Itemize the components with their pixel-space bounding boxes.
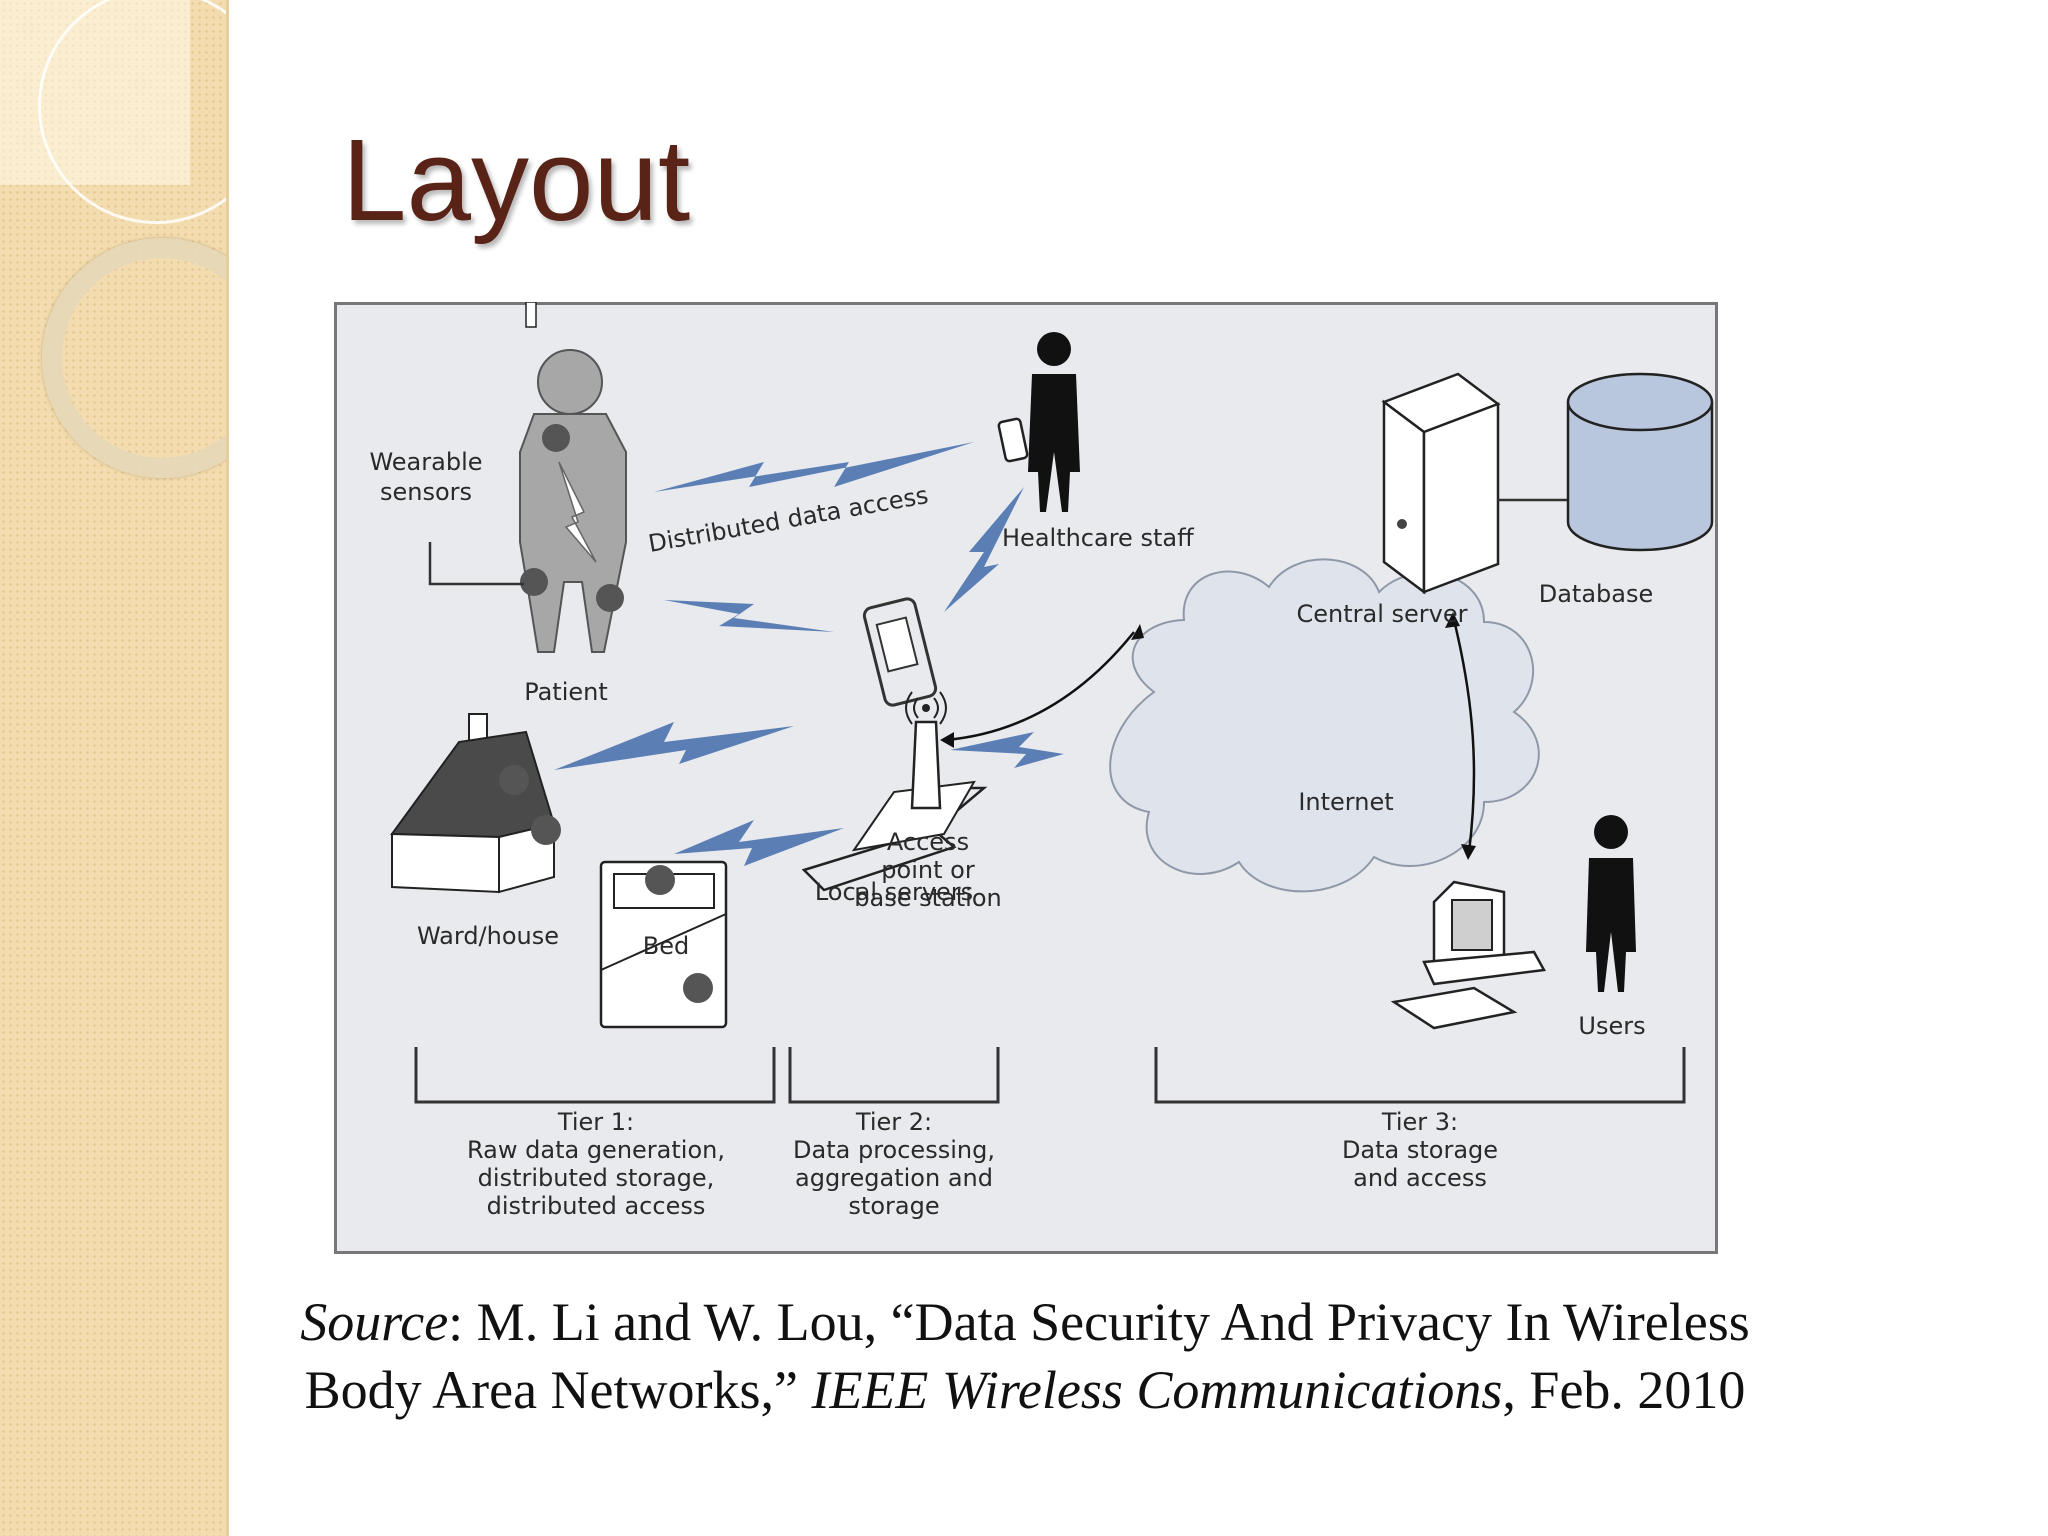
- user-workstation: [1390, 880, 1546, 1030]
- pda-device: [862, 597, 938, 707]
- local-server-laptop: [801, 780, 988, 892]
- central-server-tower: [1381, 372, 1501, 595]
- label-tier-1: Tier 1:Raw data generation,distributed s…: [467, 1108, 725, 1220]
- arrowheads: [940, 612, 1476, 860]
- source-date: , Feb. 2010: [1502, 1360, 1746, 1420]
- label-bed: Bed: [643, 932, 689, 960]
- access-point-tower: [905, 691, 947, 810]
- bed-icon: [599, 860, 728, 1029]
- healthcare-staff-figure: [997, 332, 1080, 512]
- decorative-ring: [38, 0, 226, 224]
- tier-brackets: [414, 1047, 1686, 1104]
- internet-cloud: [1109, 558, 1540, 893]
- label-local-servers: Local servers: [815, 878, 973, 906]
- label-patient: Patient: [524, 678, 608, 706]
- label-database: Database: [1539, 580, 1654, 608]
- slide-title: Layout: [342, 115, 691, 245]
- source-citation: Source: M. Li and W. Lou, “Data Security…: [300, 1288, 1750, 1424]
- source-label: Source: [300, 1292, 449, 1352]
- source-journal: IEEE Wireless Communications: [811, 1360, 1503, 1420]
- label-ward-house: Ward/house: [417, 922, 559, 950]
- ward-house-icon: [390, 302, 561, 894]
- label-central-server: Central server: [1297, 600, 1468, 628]
- lightning-bolts: [554, 442, 1064, 866]
- label-healthcare-staff: Healthcare staff: [1002, 524, 1194, 552]
- source-authors-title: : M. Li and W. Lou, “Data Security And P…: [304, 1292, 1750, 1420]
- decorative-sidebar: [0, 0, 229, 1536]
- label-internet: Internet: [1298, 788, 1393, 816]
- patient-figure: [519, 349, 627, 653]
- sensor-pointer-line: [428, 542, 524, 586]
- label-users: Users: [1578, 1012, 1645, 1040]
- database-cylinder: [1566, 372, 1714, 552]
- users-figure: [1586, 815, 1636, 992]
- connection-arrows: [945, 619, 1476, 853]
- decorative-ring: [42, 238, 226, 478]
